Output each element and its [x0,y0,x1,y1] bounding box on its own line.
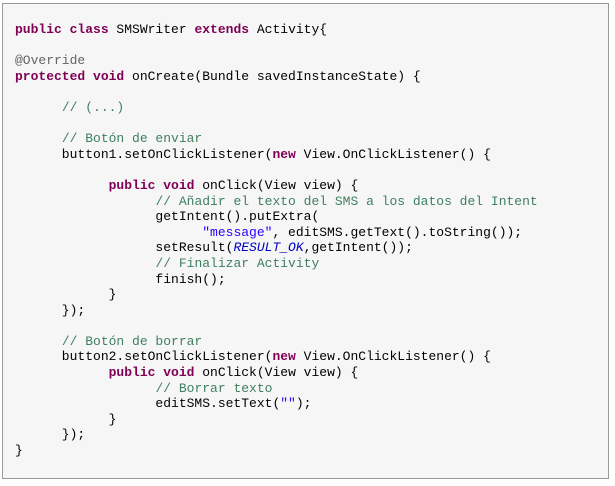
code-line: getIntent().putExtra( [15,209,608,225]
code-text: SMSWriter [108,22,195,37]
code-line: public void onClick(View view) { [15,178,608,194]
code-text: }); [15,427,86,443]
code-line: }); [15,427,608,443]
code-text: } [15,287,117,303]
code-text: Activity{ [249,22,328,37]
code-line: // Finalizar Activity [15,256,608,272]
code-string: "" [280,396,296,412]
code-text [15,256,155,271]
code-text [15,225,202,240]
code-text: button1.setOnClickListener( [15,146,273,162]
code-keyword: public class [15,22,109,37]
code-line: protected void onCreate(Bundle savedInst… [15,69,608,85]
code-text [15,365,109,380]
code-listing: public class SMSWriter extends Activity{… [15,22,608,459]
code-text [15,381,155,396]
code-comment: // Botón de borrar [61,333,203,349]
code-line: public class SMSWriter extends Activity{ [15,22,608,38]
code-line: finish(); [15,272,608,288]
code-line: // Botón de borrar [15,334,608,350]
code-text: getIntent().putExtra( [15,209,320,225]
code-line: // Borrar texto [15,381,608,397]
code-line: }); [15,303,608,319]
code-comment: // Finalizar Activity [155,255,320,271]
code-text: }); [15,302,86,318]
code-constant: RESULT_OK [233,240,304,256]
code-keyword: extends [194,22,250,37]
code-line: @Override [15,53,608,69]
code-line: button1.setOnClickListener(new View.OnCl… [15,147,608,163]
code-text: View.OnClickListener() { [295,146,491,162]
code-text: finish(); [15,271,226,287]
code-text: , editSMS.getText().toString()); [272,224,523,240]
code-comment: // Borrar texto [155,380,273,396]
code-comment: // Botón de enviar [61,131,203,147]
code-line: } [15,412,608,428]
code-text: onClick(View view) { [194,365,359,381]
code-line: } [15,443,608,459]
code-line: // (...) [15,100,608,116]
code-line [15,162,608,178]
code-keyword: new [272,349,296,365]
code-line: // Añadir el texto del SMS a los datos d… [15,194,608,210]
code-line: editSMS.setText(""); [15,396,608,412]
code-line: } [15,287,608,303]
code-text [15,178,109,193]
code-line: button2.setOnClickListener(new View.OnCl… [15,349,608,365]
code-keyword: new [272,146,296,162]
code-line [15,38,608,54]
code-text: onClick(View view) { [194,177,359,193]
code-line: // Botón de enviar [15,131,608,147]
code-text: } [15,411,117,427]
code-text: setResult( [15,240,234,256]
code-keyword: protected void [15,68,125,84]
code-line [15,84,608,100]
code-line: public void onClick(View view) { [15,365,608,381]
code-annotation: @Override [15,53,86,69]
code-keyword: public void [108,365,195,381]
code-line [15,116,608,132]
code-keyword: public void [108,177,195,193]
code-listing-frame: public class SMSWriter extends Activity{… [2,3,609,479]
code-text [15,131,62,146]
code-text: onCreate(Bundle savedInstanceState) { [124,68,421,84]
code-text: ,getIntent()); [303,240,413,256]
code-text [15,334,62,349]
code-string: "message" [202,224,273,240]
code-comment: // (...) [61,99,125,115]
code-text: ); [295,396,312,412]
code-text [15,194,155,209]
code-text: editSMS.setText( [15,396,281,412]
code-text: View.OnClickListener() { [295,349,491,365]
code-line: "message", editSMS.getText().toString())… [15,225,608,241]
code-text: button2.setOnClickListener( [15,349,273,365]
code-line [15,318,608,334]
code-line: setResult(RESULT_OK,getIntent()); [15,240,608,256]
code-text [15,100,62,115]
code-comment: // Añadir el texto del SMS a los datos d… [155,193,538,209]
code-text: } [15,443,23,459]
